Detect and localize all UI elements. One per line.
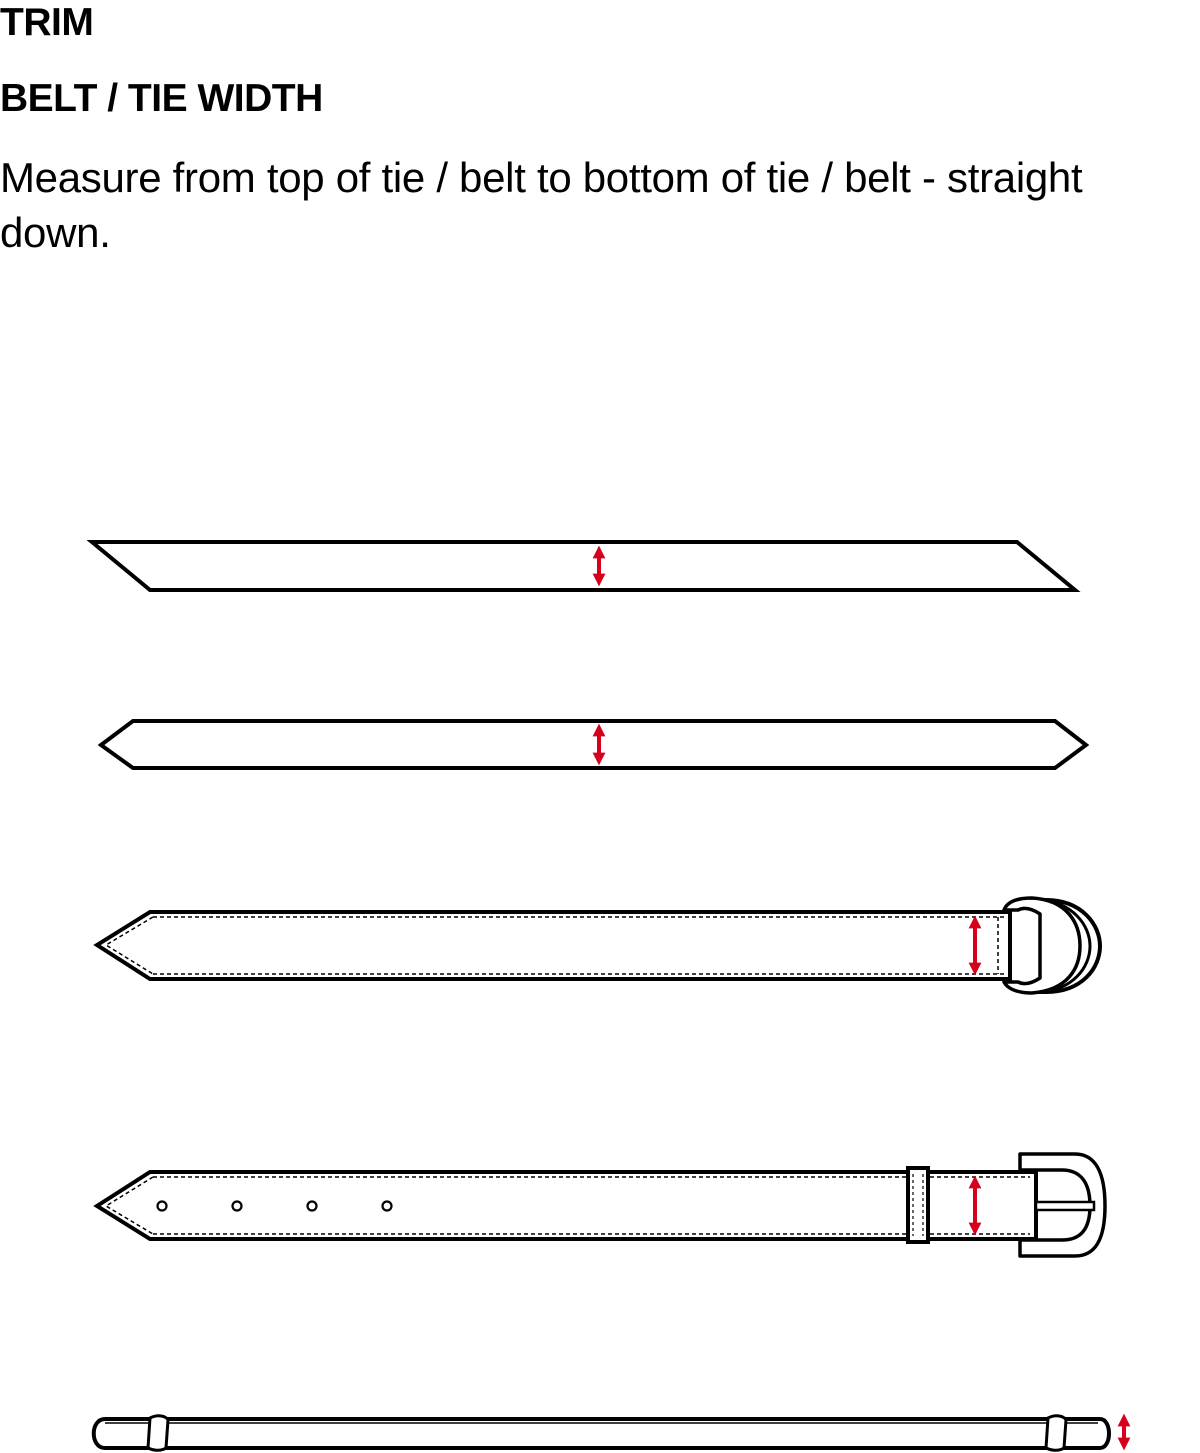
tie-pointed (97, 719, 1090, 770)
tie-pointed-outline (97, 719, 1090, 770)
belt-strap-outline (93, 910, 1012, 981)
belt-keeper (906, 1166, 930, 1244)
cord-end-cap-left (146, 1414, 170, 1452)
instructions-text: Measure from top of tie / belt to bottom… (0, 154, 1083, 256)
belt-stitching (104, 1176, 1030, 1235)
section-title: TRIM (0, 1, 94, 44)
belt-d-ring (93, 896, 1103, 995)
belt-strap-outline (93, 1170, 1038, 1241)
prong-buckle-frame (1018, 1152, 1107, 1258)
cord-belt (91, 1413, 1131, 1452)
measure-title: BELT / TIE WIDTH (0, 77, 323, 120)
belt-hole (156, 1200, 168, 1212)
belt-hole (306, 1200, 318, 1212)
prong-buckle-pin (1034, 1200, 1096, 1212)
tie-slanted (86, 540, 1081, 592)
belt-hole (381, 1200, 393, 1212)
belt-prong (93, 1152, 1107, 1258)
d-ring-buckle-outer (1030, 898, 1103, 994)
tie-slanted-outline (86, 540, 1081, 592)
belt-hole (231, 1200, 243, 1212)
cord-belt-outline (91, 1417, 1111, 1450)
d-ring-buckle-front (1002, 896, 1082, 995)
cord-end-cap-right (1044, 1414, 1068, 1452)
belt-stitching (104, 916, 1004, 975)
